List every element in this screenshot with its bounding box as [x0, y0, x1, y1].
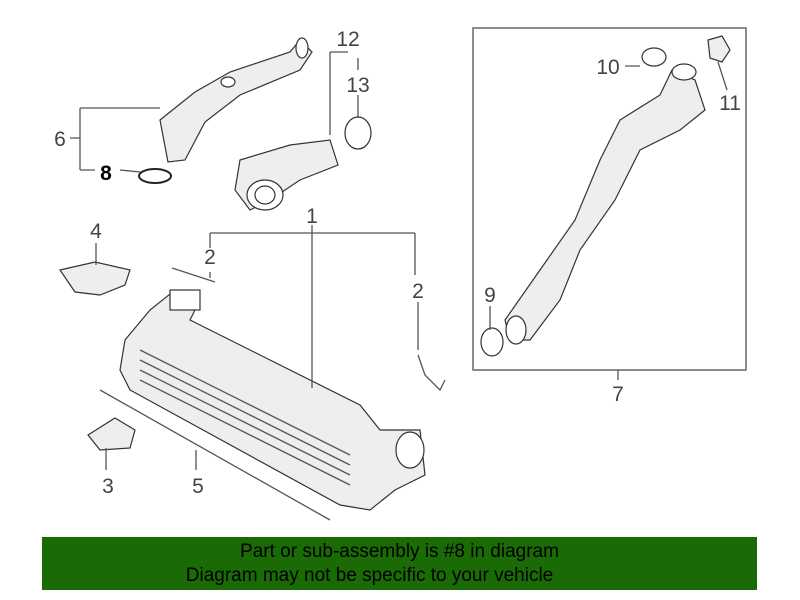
banner-line-2: Diagram may not be specific to your vehi…: [185, 565, 554, 586]
part-11-sensor[interactable]: [707, 35, 731, 63]
callout-6: 6: [54, 128, 66, 151]
callout-9: 9: [484, 284, 496, 307]
part-13-clamp[interactable]: [344, 116, 372, 150]
part-10-oring[interactable]: [641, 47, 667, 67]
part-7-charge-pipe[interactable]: [504, 63, 706, 345]
part-4-bracket[interactable]: [59, 261, 131, 296]
part-5-seal-strip[interactable]: [99, 389, 331, 521]
part-2-clip[interactable]: [171, 267, 216, 283]
callout-13: 13: [346, 74, 369, 97]
part-3-bracket[interactable]: [87, 417, 136, 451]
info-banner: Part or sub-assembly is #8 in diagram Di…: [42, 537, 757, 590]
part-6-hose[interactable]: [159, 37, 313, 163]
banner-line-1: Part or sub-assembly is #8 in diagram: [240, 541, 559, 562]
callout-2b: 2: [412, 280, 424, 303]
part-2-wire[interactable]: [417, 354, 446, 392]
callout-11: 11: [719, 92, 741, 115]
callout-5: 5: [192, 475, 204, 498]
callout-1: 1: [306, 205, 318, 228]
part-12-hose[interactable]: [234, 139, 339, 211]
callout-12: 12: [336, 28, 359, 51]
assembly-7-frame: [472, 27, 747, 371]
callout-2a: 2: [204, 246, 216, 269]
callout-10: 10: [596, 56, 619, 79]
part-1-intercooler[interactable]: [119, 289, 426, 511]
callout-4: 4: [90, 220, 102, 243]
callout-7: 7: [612, 383, 624, 406]
callout-8: 8: [100, 162, 112, 185]
callout-3: 3: [102, 475, 114, 498]
part-8-oring[interactable]: [138, 168, 172, 184]
part-9-oring[interactable]: [480, 327, 504, 357]
